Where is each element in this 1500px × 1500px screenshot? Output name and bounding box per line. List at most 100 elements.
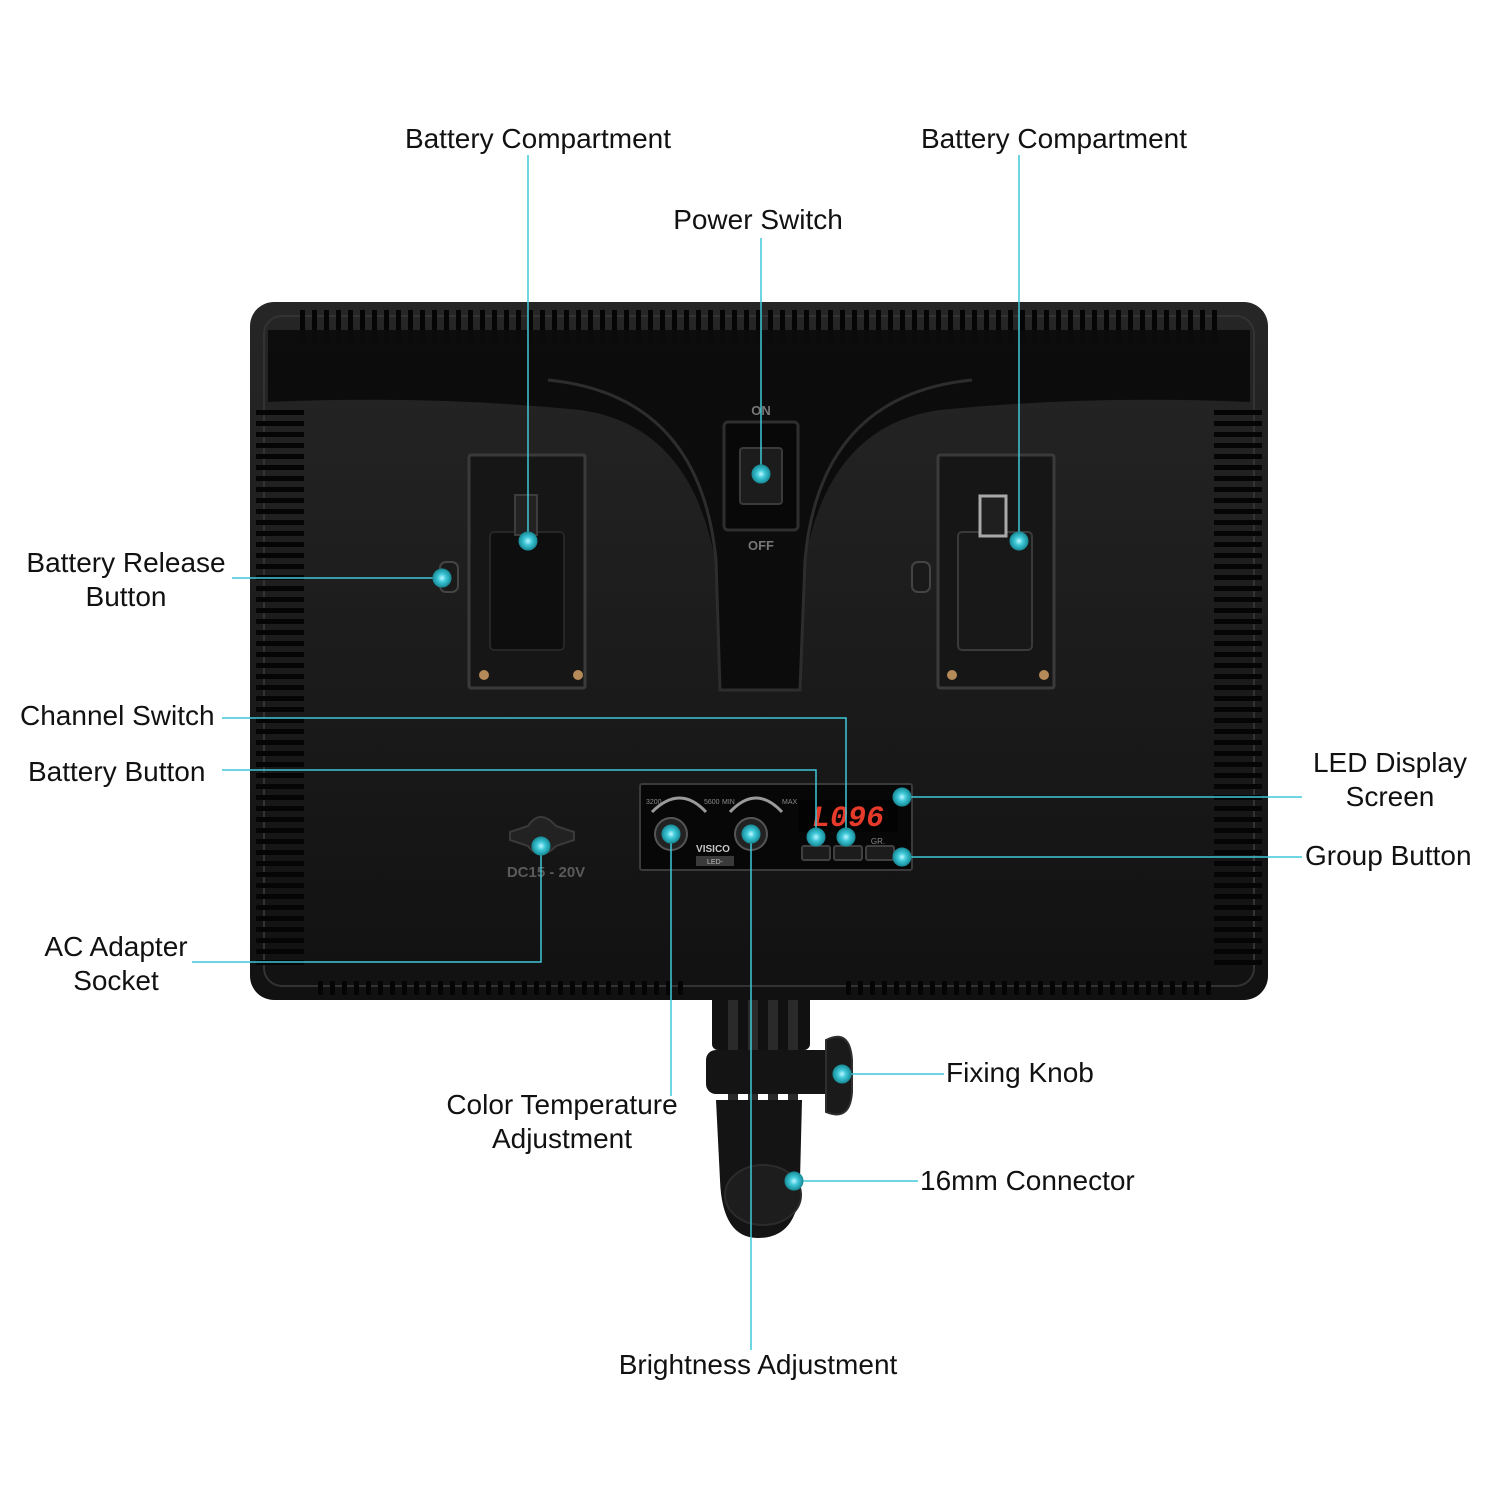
vent-slot xyxy=(1214,553,1262,558)
model-badge xyxy=(696,856,734,866)
vent-slot xyxy=(1214,938,1262,943)
vent-slot xyxy=(600,310,605,346)
leader-ac-adapter xyxy=(192,846,542,963)
vent-slot xyxy=(256,894,304,899)
vent-slot xyxy=(1062,981,1067,995)
panel-recess-edge xyxy=(547,378,973,692)
vent-slot xyxy=(1044,310,1049,346)
ac-adapter-socket[interactable]: DC15 - 20V xyxy=(507,816,585,881)
vent-slot xyxy=(1214,707,1262,712)
label-line: Color Temperature xyxy=(446,1089,678,1120)
vent-slot xyxy=(1214,410,1262,415)
vent-slot xyxy=(1200,310,1205,346)
vent-slot xyxy=(1104,310,1109,346)
marker-dot xyxy=(1009,531,1029,551)
label-line: AC Adapter xyxy=(44,931,188,962)
vent-slot xyxy=(642,981,647,995)
marker-dot xyxy=(892,787,912,807)
vent-slot xyxy=(630,981,635,995)
vent-slot xyxy=(256,718,304,723)
fixing-knob-shaft xyxy=(706,1050,836,1094)
battery-release-button-right[interactable] xyxy=(911,561,931,593)
vent-slot xyxy=(336,310,341,346)
vent-slot xyxy=(384,310,389,346)
vent-slot xyxy=(256,531,304,536)
marker-dot xyxy=(741,824,761,844)
vent-slot xyxy=(1214,839,1262,844)
vent-slot xyxy=(256,410,304,415)
terminal-screw xyxy=(479,670,489,680)
vent-slot xyxy=(468,310,473,346)
vent-slot xyxy=(318,981,323,995)
label-text: Battery Button xyxy=(28,756,206,787)
battery-button[interactable] xyxy=(801,845,831,861)
label-line: Socket xyxy=(73,965,159,996)
vent-slot xyxy=(1214,894,1262,899)
vent-slot xyxy=(672,310,677,346)
marker-dot xyxy=(661,824,681,844)
vent-slot xyxy=(678,981,683,995)
vent-slots-left xyxy=(256,410,304,965)
vent-slot xyxy=(342,981,347,995)
vent-slot xyxy=(1214,641,1262,646)
callout-lines xyxy=(192,155,1302,1350)
group-button[interactable] xyxy=(865,845,895,861)
vent-slot xyxy=(256,454,304,459)
terminal-screw xyxy=(1039,670,1049,680)
vent-slot xyxy=(256,773,304,778)
vent-slot xyxy=(960,310,965,346)
model-label: LED- xyxy=(707,859,724,866)
vent-slot xyxy=(256,751,304,756)
vent-slot xyxy=(492,310,497,346)
vent-slot xyxy=(576,310,581,346)
vent-slot xyxy=(324,310,329,346)
vent-slot xyxy=(1182,981,1187,995)
vent-slot xyxy=(1214,476,1262,481)
vent-slot xyxy=(666,981,671,995)
vent-slot xyxy=(900,310,905,346)
vent-slot xyxy=(1214,652,1262,657)
vent-slot xyxy=(1214,806,1262,811)
marker-dot xyxy=(784,1171,804,1191)
vent-slot xyxy=(426,981,431,995)
vent-slot xyxy=(1074,981,1079,995)
br-dial-arc xyxy=(728,796,784,814)
vent-slot xyxy=(414,981,419,995)
vent-slot xyxy=(570,981,575,995)
vent-slot xyxy=(1214,817,1262,822)
vent-slot xyxy=(256,586,304,591)
vent-slot xyxy=(256,850,304,855)
vent-slot xyxy=(1068,310,1073,346)
vent-slot xyxy=(942,981,947,995)
label-battery-release-button: Battery Release Button xyxy=(14,546,238,614)
vent-slot xyxy=(516,310,521,346)
vent-slot xyxy=(256,729,304,734)
vent-slot xyxy=(256,883,304,888)
label-line: Battery Release xyxy=(26,547,226,578)
vent-slot xyxy=(876,310,881,346)
vent-slot xyxy=(534,981,539,995)
battery-compartment-right[interactable] xyxy=(911,453,1056,690)
vent-slot xyxy=(372,310,377,346)
vent-slot xyxy=(256,927,304,932)
switch-off-label: OFF xyxy=(748,538,774,553)
vent-slot xyxy=(256,487,304,492)
vent-slot xyxy=(256,949,304,954)
vent-slot xyxy=(1158,981,1163,995)
vent-slot xyxy=(1050,981,1055,995)
vent-slot xyxy=(588,310,593,346)
group-button-caption: GR. xyxy=(871,837,885,846)
vent-slot xyxy=(256,663,304,668)
label-channel-switch: Channel Switch xyxy=(20,699,215,733)
vent-slot xyxy=(972,310,977,346)
vent-slot xyxy=(408,310,413,346)
label-text: Brightness Adjustment xyxy=(618,1349,898,1380)
vent-slot xyxy=(546,981,551,995)
vent-slot xyxy=(936,310,941,346)
vent-slot xyxy=(462,981,467,995)
vent-slot xyxy=(1214,850,1262,855)
vent-slot xyxy=(486,981,491,995)
channel-button[interactable] xyxy=(833,845,863,861)
vent-slot xyxy=(390,981,395,995)
